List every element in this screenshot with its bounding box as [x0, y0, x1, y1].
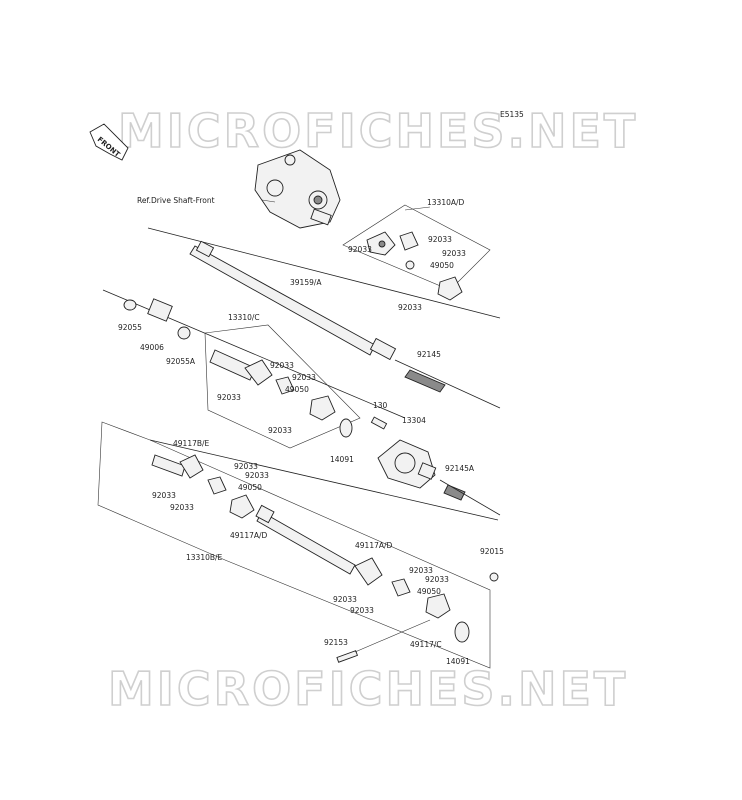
label-49117b-e: 49117B/E [173, 439, 210, 448]
front-differential-assembly [254, 149, 341, 229]
label-49050-c: 49050 [285, 385, 309, 394]
label-92033-b2: 92033 [245, 471, 269, 480]
label-92033-a3: 92033 [348, 245, 372, 254]
label-39159a: 39159/A [290, 278, 322, 287]
propeller-shaft-lower [255, 504, 356, 575]
label-92033-a1: 92033 [428, 235, 452, 244]
axis-line-left [102, 289, 406, 419]
label-ref-drive-shaft: Ref.Drive Shaft-Front [137, 196, 215, 205]
label-92033-a4: 92033 [398, 303, 422, 312]
spring-92145 [404, 369, 446, 393]
yoke-lower-left [151, 454, 255, 519]
yoke-lower-right [354, 557, 451, 619]
label-49050-b: 49050 [238, 483, 262, 492]
label-92033-c4: 92033 [268, 426, 292, 435]
washer-14091-a [339, 418, 353, 438]
label-13310c: 13310/C [228, 313, 260, 322]
label-92033-d2: 92033 [425, 575, 449, 584]
seal-49006 [147, 298, 173, 322]
nut-92015 [489, 572, 499, 582]
label-92153: 92153 [324, 638, 348, 647]
propeller-shaft-upper [147, 227, 501, 361]
label-92055: 92055 [118, 323, 142, 332]
spring-92145a [443, 484, 466, 501]
washer-14091-b [454, 621, 470, 643]
label-92033-d1: 92033 [409, 566, 433, 575]
label-13304: 13304 [402, 416, 426, 425]
ring-92055 [123, 299, 137, 311]
bolt-130 [370, 416, 388, 430]
label-13310ad: 13310A/D [427, 198, 465, 207]
diagram-code: E5135 [500, 110, 524, 119]
label-92033-a2: 92033 [442, 249, 466, 258]
label-92033-c2: 92033 [292, 373, 316, 382]
label-92033-d4: 92033 [350, 606, 374, 615]
label-92033-b3: 92033 [152, 491, 176, 500]
label-92145: 92145 [417, 350, 441, 359]
label-14091-b: 14091 [446, 657, 470, 666]
label-49050-a: 49050 [430, 261, 454, 270]
label-92033-b4: 92033 [170, 503, 194, 512]
yoke-upper [366, 231, 463, 301]
label-92145a: 92145A [445, 464, 475, 473]
label-49117c: 49117/C [410, 640, 442, 649]
label-92055a: 92055A [166, 357, 196, 366]
label-130: 130 [373, 401, 388, 410]
label-92033-c1: 92033 [270, 361, 294, 370]
yoke-middle [209, 349, 336, 421]
label-13310be: 13310B/E [186, 553, 223, 562]
label-92015: 92015 [480, 547, 504, 556]
label-92033-b1: 92033 [234, 462, 258, 471]
label-49050-d: 49050 [417, 587, 441, 596]
bolt-92153 [336, 650, 358, 663]
label-92033-c3: 92033 [217, 393, 241, 402]
bearing-housing-13304 [377, 439, 437, 489]
label-14091-a: 14091 [330, 455, 354, 464]
watermark-bottom: MICROFICHES.NET [108, 662, 628, 716]
label-49006: 49006 [140, 343, 164, 352]
label-49117a-d-1: 49117A/D [230, 531, 268, 540]
watermark-top: MICROFICHES.NET [118, 104, 638, 158]
label-49117a-d-2: 49117A/D [355, 541, 393, 550]
joint-box-13310c [204, 324, 361, 449]
ring-92055a [177, 326, 191, 340]
label-92033-d3: 92033 [333, 595, 357, 604]
